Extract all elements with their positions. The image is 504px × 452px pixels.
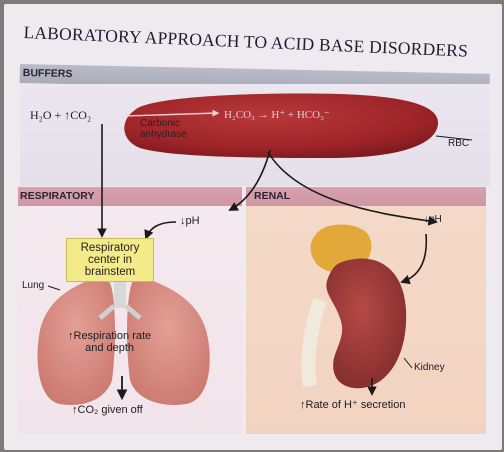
- lung-label: Lung: [22, 280, 45, 291]
- respiratory-center-line-3: brainstem: [84, 266, 136, 278]
- arrow-ph-to-center: [144, 221, 177, 240]
- reaction-arrow: [125, 109, 220, 117]
- arrow-to-respiratory-ph: [228, 149, 271, 211]
- enzyme-line-1: Carbonic: [140, 118, 181, 129]
- rbc-label: RBC: [448, 138, 470, 149]
- arrow-ph-to-kidney: [400, 233, 428, 285]
- arrow-to-renal-ph: [267, 151, 438, 226]
- enzyme-label: Carbonic anhydrase: [140, 118, 187, 140]
- h-secretion-text: ↑Rate of H⁺ secretion: [300, 399, 406, 411]
- kidney-pointer-line: [403, 357, 413, 369]
- kidney-label: Kidney: [414, 362, 445, 373]
- renal-ph: ↓pH: [424, 214, 442, 225]
- respiratory-center-line-2: center in: [87, 254, 133, 266]
- respiratory-header-label: RESPIRATORY: [20, 190, 95, 202]
- renal-header: RENAL: [246, 187, 486, 206]
- renal-header-label: RENAL: [254, 190, 291, 202]
- lungs-illustration: [37, 276, 210, 405]
- kidney-illustration: [301, 224, 407, 389]
- rbc-pointer-line: [435, 135, 473, 141]
- equation-left: H₂O + ↑CO₂: [30, 108, 92, 122]
- respiratory-header: RESPIRATORY: [18, 187, 242, 206]
- lung-pointer-line: [47, 285, 61, 291]
- respiration-rate-text: ↑Respiration rate and depth: [68, 330, 151, 354]
- co2-given-off-text: ↑CO₂ given off: [72, 404, 143, 416]
- respiratory-center-box: Respiratory center in brainstem: [66, 238, 154, 282]
- rbc-cell: [124, 93, 439, 158]
- respiratory-center-line-1: Respiratory: [80, 242, 140, 254]
- reaction-formula: H₂CO₃ → H⁺ + HCO₃⁻: [224, 109, 330, 121]
- respiration-rate-line-2: and depth: [85, 342, 135, 354]
- respiration-rate-line-1: ↑Respiration rate: [68, 330, 152, 342]
- enzyme-line-2: anhydrase: [140, 129, 187, 140]
- respiratory-ph: ↓pH: [180, 215, 200, 227]
